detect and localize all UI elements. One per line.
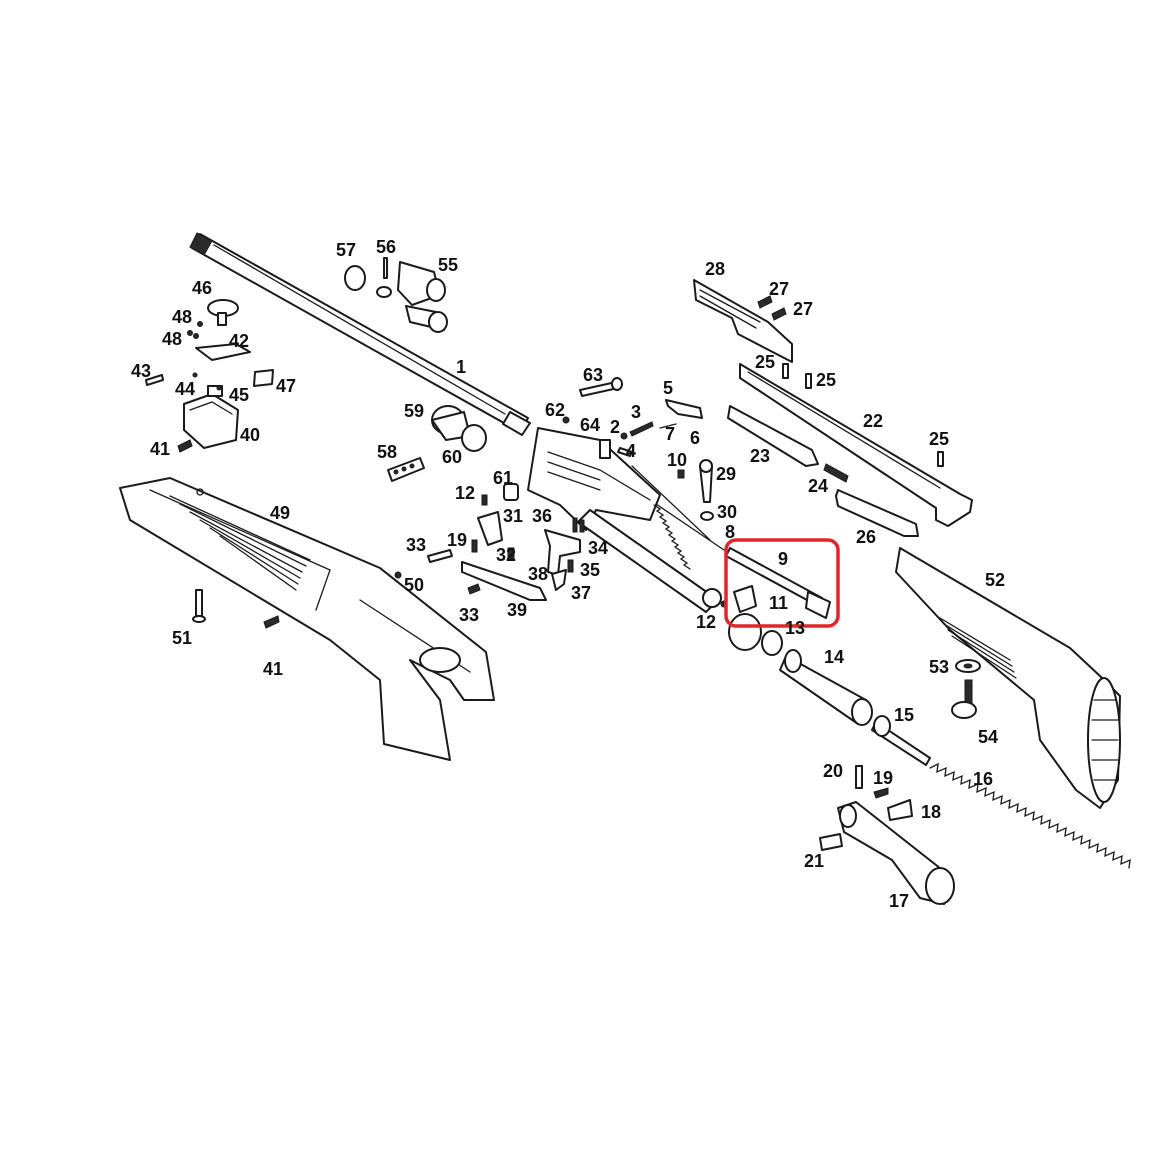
label-part-10: 10 bbox=[667, 450, 687, 470]
label-part-33a: 33 bbox=[406, 535, 426, 555]
label-part-27b: 27 bbox=[793, 299, 813, 319]
label-part-24: 24 bbox=[808, 476, 828, 496]
label-part-30: 30 bbox=[717, 502, 737, 522]
label-part-61: 61 bbox=[493, 468, 513, 488]
part-small-pins bbox=[579, 377, 714, 521]
label-part-35: 35 bbox=[580, 560, 600, 580]
label-part-63: 63 bbox=[583, 365, 603, 385]
part-labels: 1 2 3 4 5 6 7 8 9 10 11 12 12 13 14 15 1… bbox=[131, 237, 1005, 911]
part-screws bbox=[192, 589, 981, 719]
label-part-2: 2 bbox=[610, 417, 620, 437]
label-part-13: 13 bbox=[785, 618, 805, 638]
label-part-29: 29 bbox=[716, 464, 736, 484]
label-part-47: 47 bbox=[276, 376, 296, 396]
label-part-40: 40 bbox=[240, 425, 260, 445]
part-rear-sight-assembly bbox=[344, 257, 448, 333]
part-butt-stock bbox=[895, 547, 1121, 809]
label-part-44: 44 bbox=[175, 379, 195, 399]
label-part-49: 49 bbox=[270, 503, 290, 523]
label-part-1: 1 bbox=[456, 357, 466, 377]
part-cylinder-seal bbox=[387, 405, 487, 482]
label-part-7: 7 bbox=[665, 424, 675, 444]
part-receiver bbox=[527, 416, 725, 613]
label-part-60: 60 bbox=[442, 447, 462, 467]
part-cocking-lever bbox=[693, 279, 973, 537]
label-part-20: 20 bbox=[823, 761, 843, 781]
label-part-57: 57 bbox=[336, 240, 356, 260]
label-part-23: 23 bbox=[750, 446, 770, 466]
label-part-6: 6 bbox=[690, 428, 700, 448]
label-part-8: 8 bbox=[725, 522, 735, 542]
label-part-28: 28 bbox=[705, 259, 725, 279]
label-part-36: 36 bbox=[532, 506, 552, 526]
label-part-45: 45 bbox=[229, 385, 249, 405]
label-part-39: 39 bbox=[507, 600, 527, 620]
part-spring-guide bbox=[819, 765, 955, 905]
part-spring-8 bbox=[653, 504, 691, 570]
label-part-43: 43 bbox=[131, 361, 151, 381]
label-part-5: 5 bbox=[663, 378, 673, 398]
label-part-53: 53 bbox=[929, 657, 949, 677]
label-part-14: 14 bbox=[824, 647, 844, 667]
part-trigger-group bbox=[394, 483, 585, 601]
label-part-25b: 25 bbox=[816, 370, 836, 390]
label-part-42: 42 bbox=[229, 331, 249, 351]
label-part-17: 17 bbox=[889, 891, 909, 911]
label-part-58: 58 bbox=[377, 442, 397, 462]
label-part-32: 32 bbox=[496, 545, 516, 565]
highlight-box bbox=[724, 538, 840, 628]
label-part-34: 34 bbox=[588, 538, 608, 558]
label-part-15: 15 bbox=[894, 705, 914, 725]
label-part-41a: 41 bbox=[150, 439, 170, 459]
part-front-sight bbox=[145, 299, 274, 453]
label-part-3: 3 bbox=[631, 402, 641, 422]
label-part-18: 18 bbox=[921, 802, 941, 822]
label-part-19b: 19 bbox=[873, 768, 893, 788]
label-part-38: 38 bbox=[528, 564, 548, 584]
label-part-4: 4 bbox=[626, 441, 636, 461]
label-part-25c: 25 bbox=[929, 429, 949, 449]
part-piston-group bbox=[720, 600, 931, 766]
label-part-27a: 27 bbox=[769, 279, 789, 299]
label-part-19a: 19 bbox=[447, 530, 467, 550]
label-part-26: 26 bbox=[856, 527, 876, 547]
label-part-31: 31 bbox=[503, 506, 523, 526]
part-barrel bbox=[189, 232, 531, 436]
label-part-11: 11 bbox=[769, 593, 788, 613]
label-part-37: 37 bbox=[571, 583, 591, 603]
label-part-46: 46 bbox=[192, 278, 212, 298]
label-part-48b: 48 bbox=[162, 329, 182, 349]
label-part-48a: 48 bbox=[172, 307, 192, 327]
label-part-25a: 25 bbox=[755, 352, 775, 372]
label-part-64: 64 bbox=[580, 415, 600, 435]
label-part-59: 59 bbox=[404, 401, 424, 421]
label-part-52: 52 bbox=[985, 570, 1005, 590]
label-part-55: 55 bbox=[438, 255, 458, 275]
label-part-33b: 33 bbox=[459, 605, 479, 625]
label-part-62: 62 bbox=[545, 400, 565, 420]
label-part-41b: 41 bbox=[263, 659, 283, 679]
label-part-50: 50 bbox=[404, 575, 424, 595]
label-part-16: 16 bbox=[973, 769, 993, 789]
label-part-22: 22 bbox=[863, 411, 883, 431]
label-part-12a: 12 bbox=[455, 483, 475, 503]
label-part-51: 51 bbox=[172, 628, 192, 648]
label-part-12b: 12 bbox=[696, 612, 716, 632]
label-part-54: 54 bbox=[978, 727, 998, 747]
part-main-spring bbox=[929, 762, 1131, 869]
part-stock bbox=[119, 477, 495, 761]
label-part-56: 56 bbox=[376, 237, 396, 257]
label-part-9: 9 bbox=[778, 549, 788, 569]
label-part-21: 21 bbox=[804, 851, 824, 871]
